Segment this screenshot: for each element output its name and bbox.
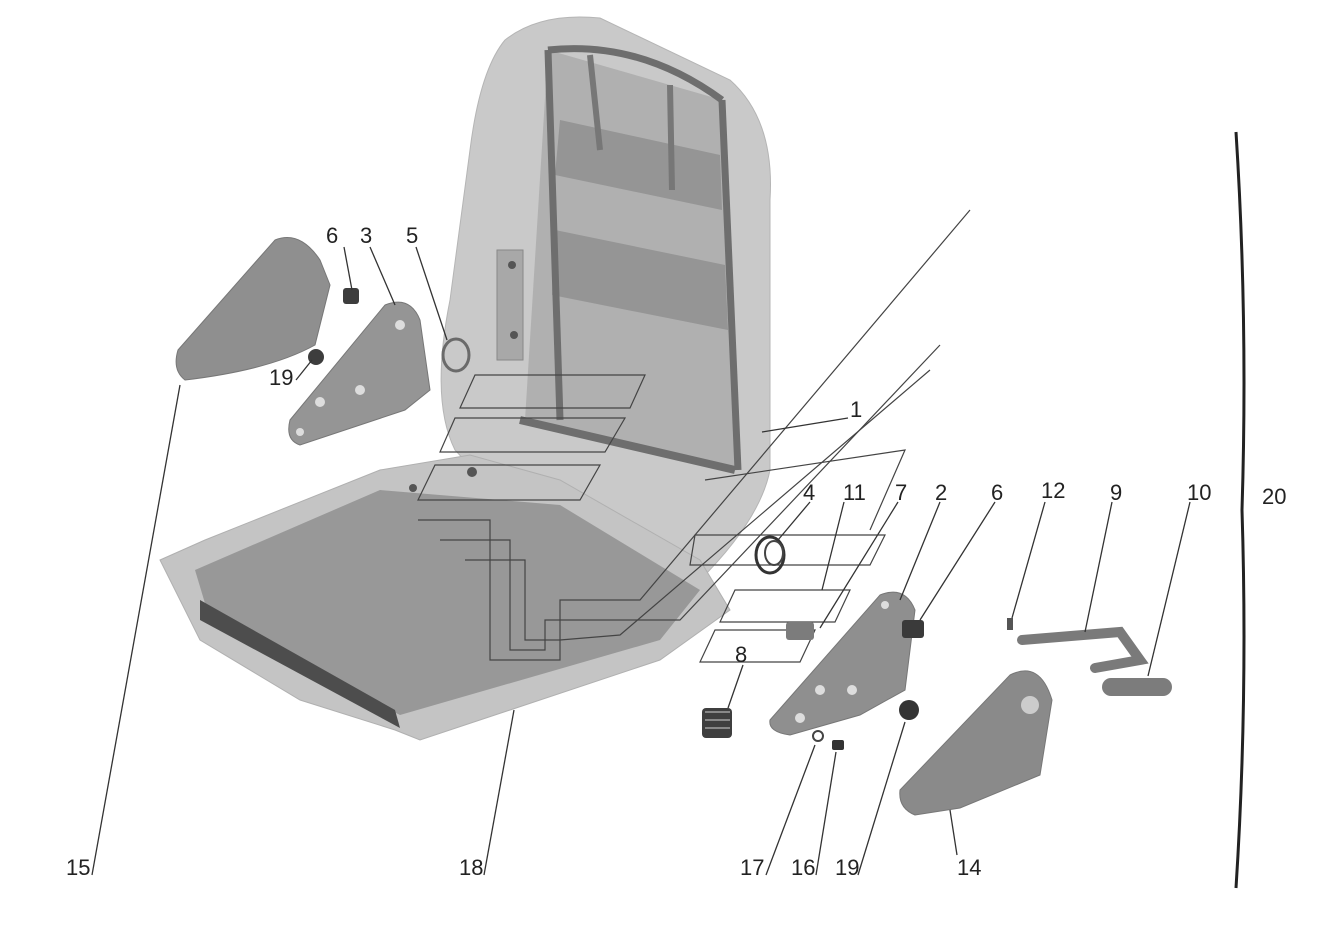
callout-18: 18 — [459, 855, 483, 880]
callout-11: 11 — [843, 480, 866, 505]
lever-pin — [1007, 618, 1013, 630]
callout-6-left: 6 — [326, 223, 338, 248]
callout-6-right: 6 — [991, 480, 1003, 505]
callout-15: 15 — [66, 855, 90, 880]
seat-cushion — [159, 454, 731, 741]
compression-spring — [702, 708, 732, 738]
lever-handle — [1102, 678, 1172, 696]
callout-12: 12 — [1041, 478, 1065, 503]
left-hinge-plate — [288, 301, 431, 446]
leader-lines — [91, 246, 1191, 876]
washer — [812, 730, 824, 742]
callout-5: 5 — [406, 223, 418, 248]
left-spring-clip — [441, 337, 471, 373]
seat-backrest — [440, 16, 771, 581]
callout-16: 16 — [791, 855, 815, 880]
right-side-cover — [899, 670, 1053, 816]
hinge-phantom-outlines — [417, 209, 971, 663]
right-bolt — [902, 620, 924, 638]
left-bolt — [343, 288, 359, 304]
right-pin — [786, 622, 814, 640]
callout-20: 20 — [1262, 484, 1286, 509]
callout-10: 10 — [1187, 480, 1211, 505]
callout-4: 4 — [803, 480, 815, 505]
callout-3: 3 — [360, 223, 372, 248]
callout-7: 7 — [895, 480, 907, 505]
callout-19-right: 19 — [835, 855, 859, 880]
right-nut — [899, 700, 919, 720]
torsion-spring — [754, 535, 786, 575]
release-lever — [1017, 626, 1149, 673]
callout-2: 2 — [935, 480, 947, 505]
callout-9: 9 — [1110, 480, 1122, 505]
callout-14: 14 — [957, 855, 981, 880]
callout-1: 1 — [850, 397, 862, 422]
left-side-cover — [175, 237, 331, 381]
callout-17: 17 — [740, 855, 764, 880]
callout-8: 8 — [735, 642, 747, 667]
right-hinge-plate — [769, 591, 916, 736]
assembly-bracket — [1234, 131, 1246, 889]
callout-19-left: 19 — [269, 365, 293, 390]
screw — [832, 740, 844, 750]
